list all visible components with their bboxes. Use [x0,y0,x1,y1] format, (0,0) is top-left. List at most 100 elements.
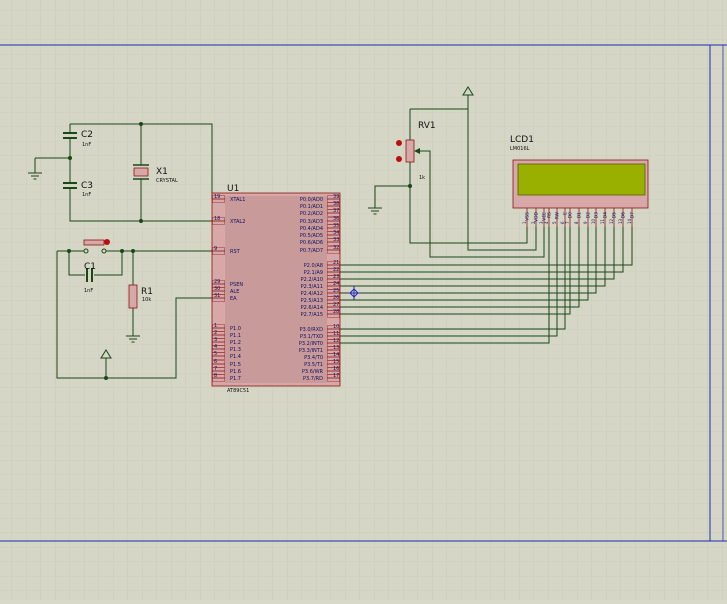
wire-p22-d5 [340,227,615,280]
u1-pin-name: P3.4/T0 [304,355,323,361]
u1-pin-number: 24 [333,281,339,287]
potentiometer-rv1[interactable]: RV1 1k [396,121,436,181]
u1-pin-box [327,238,340,246]
u1-pin-number: 9 [214,246,217,252]
u1-pin-box [327,374,340,382]
lcd-pin-name: D1 [577,212,583,218]
u1-pin-name: P2.6/A14 [301,305,323,311]
u1-pin-number: 12 [333,338,339,344]
u1-pin-name: P0.7/AD7 [300,248,323,254]
u1-pin-number: 31 [214,293,220,299]
wire-xtal2-net [69,192,212,222]
lcd-pin-number: 3 [539,221,544,224]
wire-p25-d2 [340,227,589,301]
u1-pin-number: 30 [214,286,220,292]
lcd-pin-name: D4 [603,212,609,218]
u1-pin-number: 26 [333,295,339,301]
u1-pin-number: 6 [214,359,217,365]
junctions [67,122,412,380]
c1-value: 1nF [84,288,93,294]
u1-pin-number: 39 [333,194,339,200]
junction-c1-right [120,249,124,253]
wire-p26-d1 [340,227,580,308]
u1-pin-name: P2.5/A13 [301,298,323,304]
u1-pin-box [212,294,225,302]
lcd-pin-name: D0 [568,212,574,218]
u1-pin-name: P3.7/RD [303,376,323,382]
wire-p21-d6 [340,227,624,273]
u1-pin-name: P2.7/A15 [301,312,323,318]
rv1-value: 1k [419,175,425,181]
u1-pin-number: 28 [333,309,339,315]
u1-pin-number: 21 [333,260,339,266]
wire-p31-rw [340,227,558,337]
resistor-r1[interactable]: R1 10k [128,284,153,309]
u1-pin-number: 38 [333,201,339,207]
pot-up-icon [396,140,402,146]
u1-pin-number: 17 [333,373,339,379]
wire-vdd [467,100,537,251]
rv1-ref: RV1 [418,121,436,131]
u1-pin-name: P3.3/INT1 [299,348,323,354]
u1-pin-number: 2 [214,330,217,336]
power-icon [462,86,474,100]
capacitor-c2[interactable]: C2 1nF [63,129,93,148]
wires [34,100,633,379]
junction-r1-top [131,249,135,253]
u1-pin-name: P1.6 [230,369,241,375]
u1-pin-name: EA [230,296,237,302]
wire-c1-left [68,251,85,276]
u1-pin-number: 22 [333,267,339,273]
u1-pin-name: P1.5 [230,362,241,368]
wire-xtal1-net [70,123,213,199]
lcd-pin-number: 9 [583,221,588,224]
sheet-border [0,44,711,542]
reset-button[interactable] [80,239,110,254]
u1-pin-name: P3.1/TXD [300,334,323,340]
u1-pin-number: 8 [214,373,217,379]
lcd-pin-number: 6 [560,221,565,224]
junction-rv1-ground [408,184,412,188]
u1-ref: U1 [227,184,239,194]
u1-pin-name: P0.3/AD3 [300,219,323,225]
u1-pin-name: P1.2 [230,340,241,346]
u1-pin-box [327,310,340,318]
lcd-lcd1[interactable]: LCD1 LM016L VSS1VDD2VEE3RS4RW5E6D07D18D2… [510,135,649,227]
power-icon [100,349,112,359]
u1-pin-number: 29 [214,279,220,285]
lcd-pin-name: VEE [542,212,548,221]
u1-pin-name: P2.1/A9 [304,270,323,276]
u1-pin-name: P3.5/T1 [304,362,323,368]
u1-pin-name: RST [230,249,241,255]
crystal-x1[interactable]: X1 CRYSTAL [133,160,178,184]
wire-p20-d7 [340,227,633,266]
wire-p27-d0 [340,227,571,315]
u1-pin-name: P3.6/WR [302,369,324,375]
u1-pin-name: PSEN [230,282,243,288]
lcd-pin-number: 4 [544,221,549,224]
u1-pin-number: 1 [214,323,217,329]
u1-pin-number: 14 [333,352,339,358]
u1-pin-number: 15 [333,359,339,365]
u1-pin-name: P1.3 [230,347,241,353]
button-actuator-icon [104,239,110,245]
u1-pin-name: P0.6/AD6 [300,240,323,246]
wire-ea-net [56,251,212,379]
capacitor-c3[interactable]: C3 1nF [63,180,93,198]
ground-icon [368,207,382,215]
x1-ref: X1 [156,167,168,177]
junction-x1-bottom [139,219,143,223]
lcd-pin-number: 8 [574,221,579,224]
capacitor-c1[interactable]: C1 1nF [84,262,96,294]
lcd1-value: LM016L [510,146,530,152]
lcd-pin-number: 10 [591,218,596,224]
u1-pin-number: 23 [333,274,339,280]
wire-p32-rs [340,227,550,344]
u1-pin-name: P1.1 [230,333,241,339]
u1-pin-box [212,352,225,360]
junction-c1-left [67,249,71,253]
u1-pin-number: 16 [333,366,339,372]
